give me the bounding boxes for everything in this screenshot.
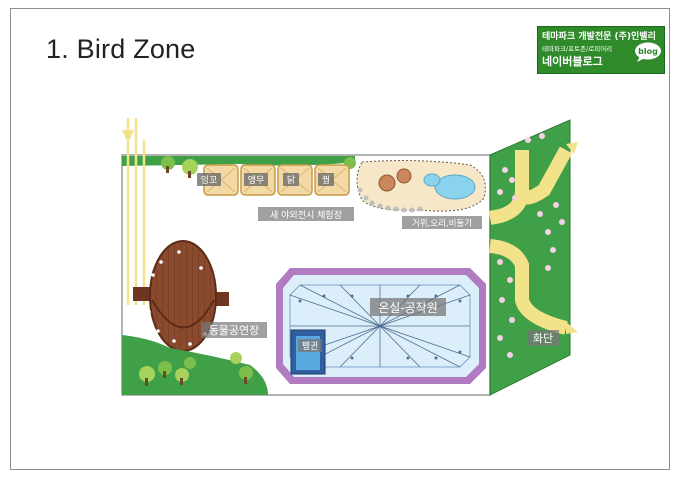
bird-room-label-2: 앵무 xyxy=(248,175,265,186)
entrance-arrow-icon xyxy=(122,130,134,143)
experience-label: 새 야외전시 체험장 xyxy=(270,209,342,221)
brand-logo[interactable]: 테마파크 개발전문 (주)인밸리 테마파크/포토존/로피어리 네이버블로그 bl… xyxy=(537,26,665,74)
logo-services: 테마파크/포토존/로피어리 xyxy=(542,45,613,53)
tree-cluster-top xyxy=(161,156,356,178)
blog-badge-text: blog xyxy=(638,47,658,56)
slide-title: 1. Bird Zone xyxy=(46,34,196,64)
entrance-path xyxy=(126,118,146,305)
exit-arrow-icon xyxy=(566,142,578,154)
grass-top xyxy=(122,156,355,166)
bird-room-label-3: 닭 xyxy=(287,174,295,186)
pond-label: 거위,오리,비둘기 xyxy=(412,219,472,229)
bird-room-label-1: 잉꼬 xyxy=(201,174,218,186)
flowerbed-wing xyxy=(488,119,573,396)
flowerbed-label: 화단 xyxy=(533,332,553,345)
logo-company: 테마파크 개발전문 (주)인밸리 xyxy=(542,32,656,42)
pond-area xyxy=(356,160,486,213)
blog-bubble-icon: blog xyxy=(635,42,661,62)
performance-stage xyxy=(133,240,229,352)
logo-naver-blog: 네이버블로그 xyxy=(542,55,603,68)
greenhouse-label: 온실-공작원 xyxy=(378,301,438,315)
penguin-label: 펭귄 xyxy=(302,340,319,352)
performance-label: 동물공연장 xyxy=(209,324,260,337)
greenhouse xyxy=(276,268,486,384)
tree-cluster-bottom xyxy=(139,352,253,386)
exit-arrow-icon-2 xyxy=(566,322,578,334)
bird-room-label-4: 꿩 xyxy=(322,174,330,186)
